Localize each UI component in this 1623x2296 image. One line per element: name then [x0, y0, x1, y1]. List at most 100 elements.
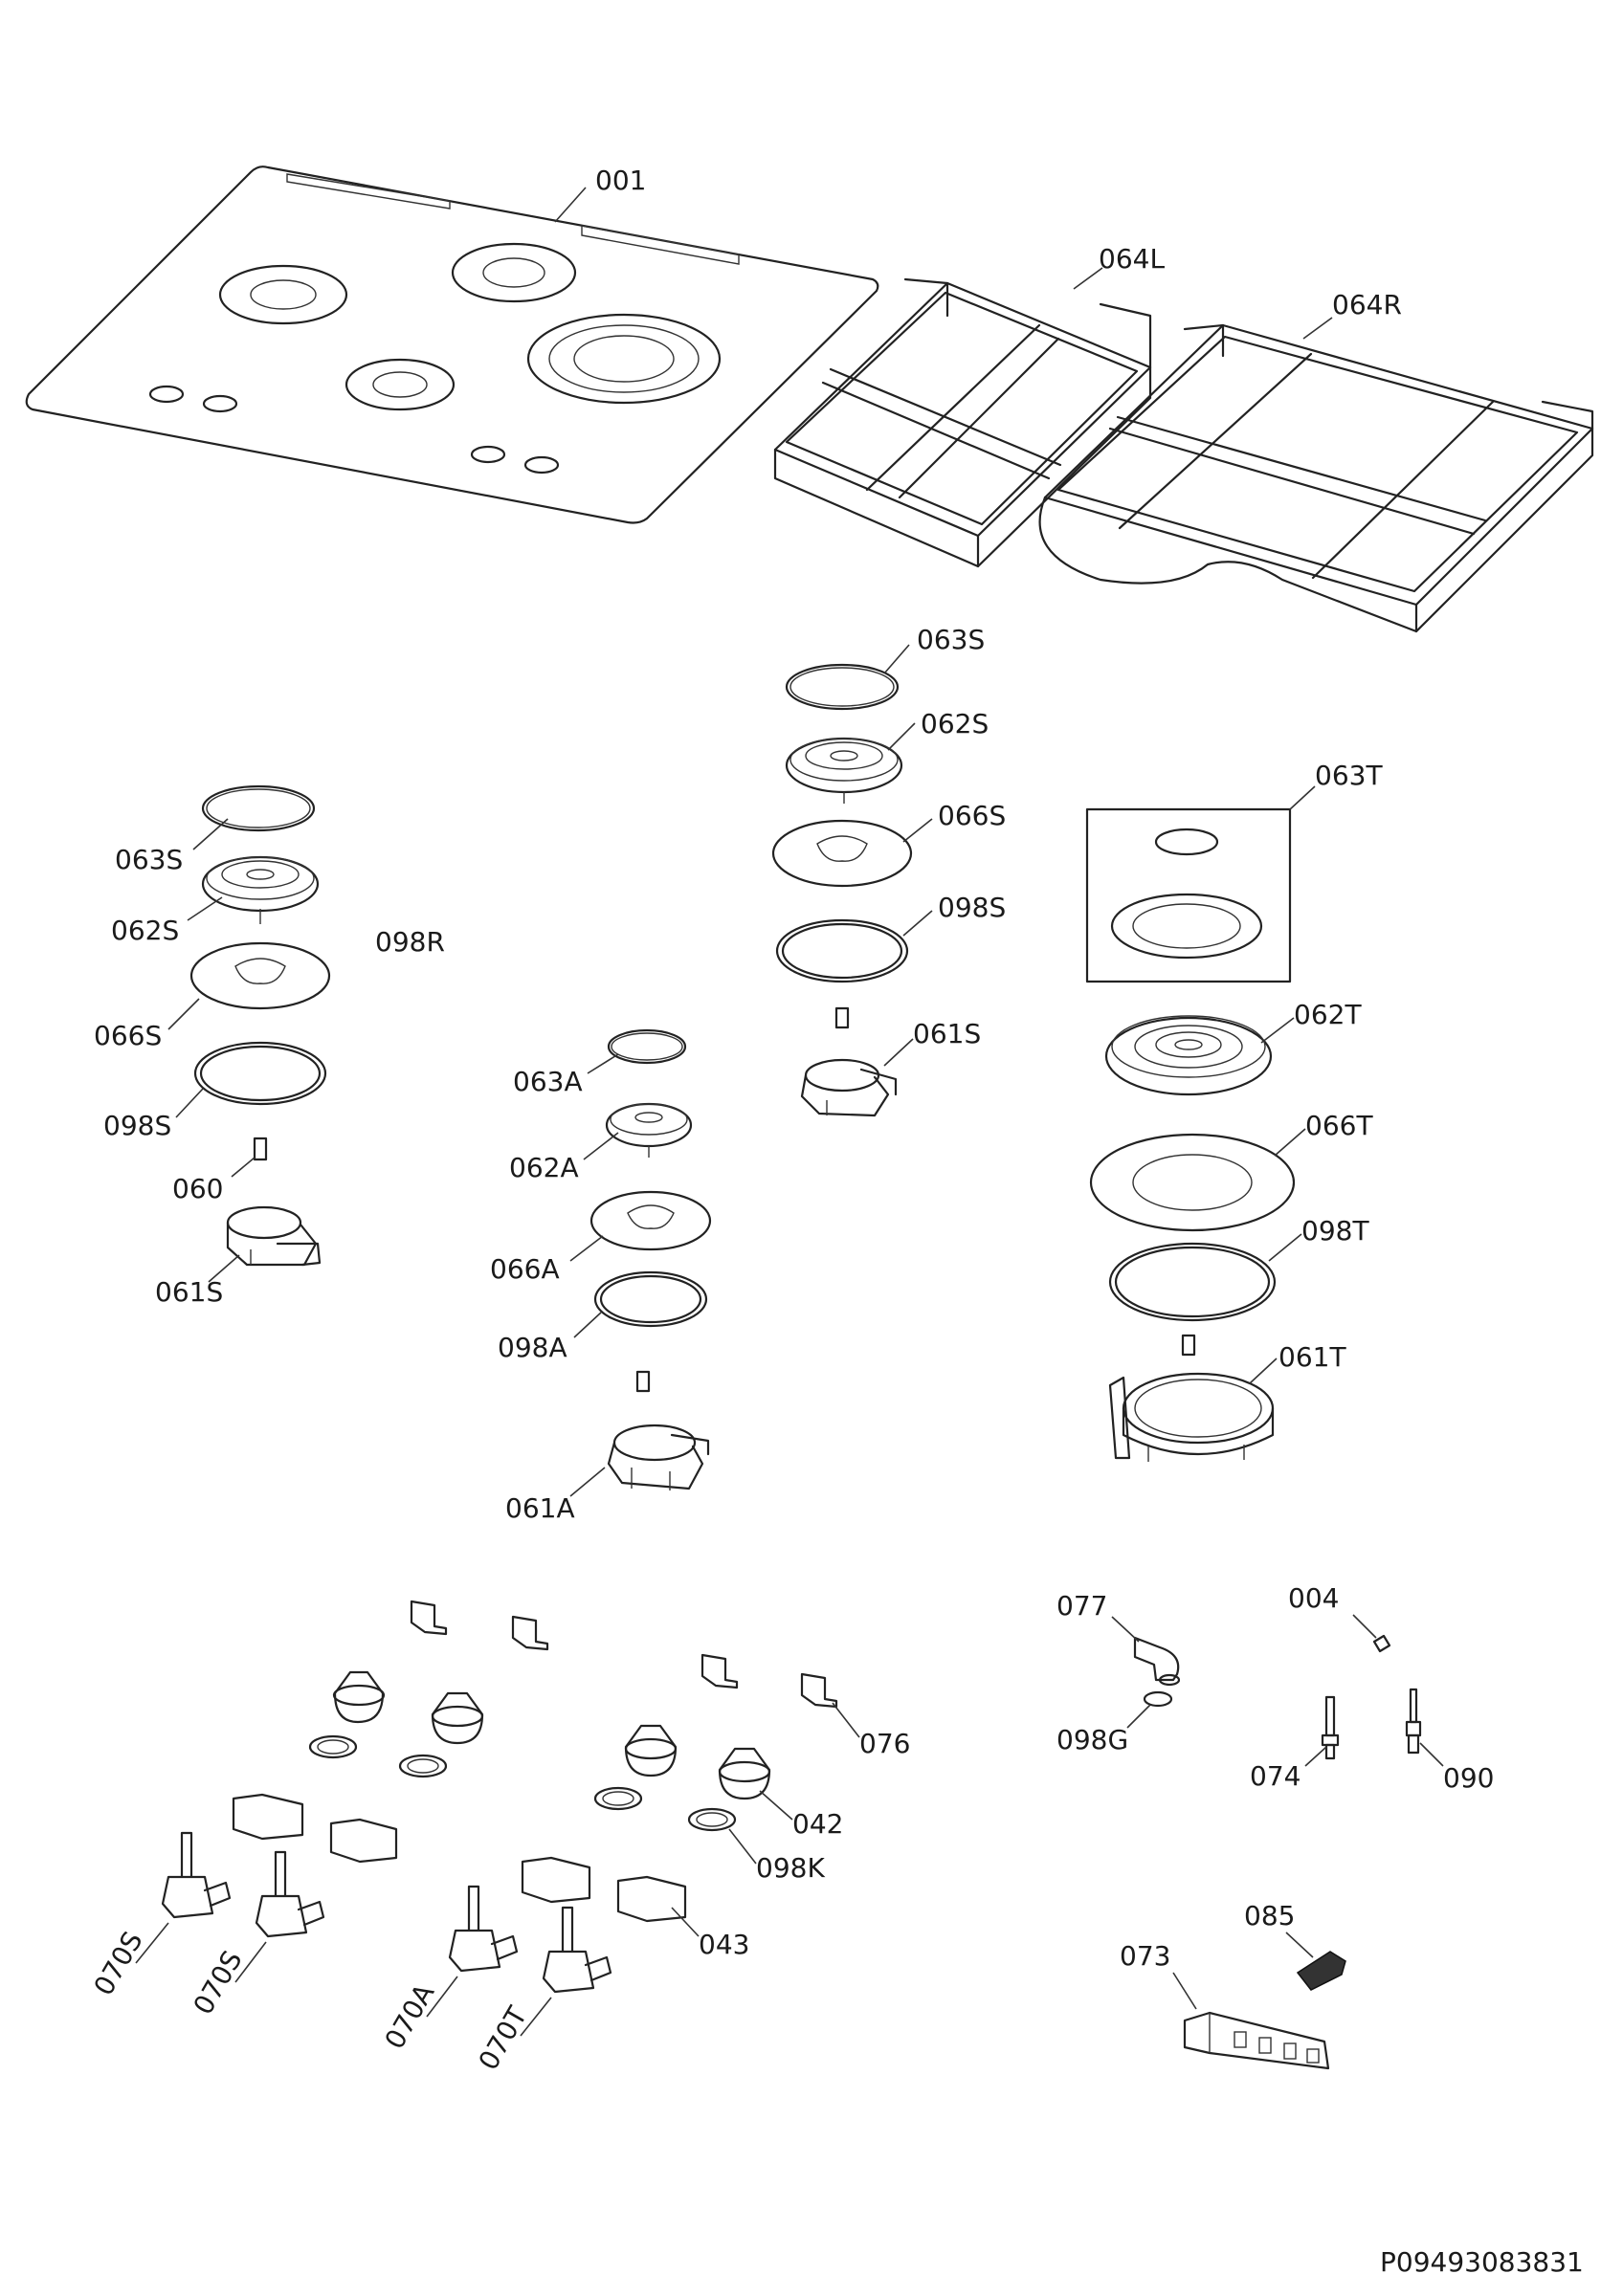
leader-line: [135, 1922, 169, 1964]
left-burner-cap-ring: [201, 784, 316, 832]
valve-070a: [448, 1885, 519, 1973]
label-triple-cap-set: 063T: [1315, 760, 1383, 791]
leader-line: [1073, 267, 1103, 290]
label-ignition-unit: 073: [1120, 1940, 1170, 1972]
mid-burner-cap-ring: [785, 663, 900, 711]
leader-line: [1419, 1742, 1444, 1767]
mid-burner-gasket: [775, 918, 909, 983]
label-thermocouple: 074: [1250, 1760, 1301, 1792]
leader-line: [1126, 1704, 1151, 1729]
leader-line: [883, 644, 910, 674]
label-mid-gasket: 098S: [938, 892, 1006, 923]
leader-line: [728, 1828, 757, 1865]
leader-line: [573, 1312, 602, 1338]
leader-line: [587, 1053, 619, 1074]
left-burner-base: [226, 1205, 322, 1267]
label-pan-support-left: 064L: [1099, 243, 1165, 275]
left-burner-gasket: [193, 1041, 327, 1106]
aux-burner-cap-ring: [607, 1028, 687, 1065]
leader-line: [1268, 1233, 1302, 1262]
hob-top-plate: [25, 166, 879, 524]
elbow-fitting: [1133, 1636, 1181, 1687]
mid-burner-crown: [785, 737, 903, 804]
leader-line: [554, 187, 587, 223]
label-aux-crown: 062A: [509, 1152, 579, 1183]
label-pan-support-right: 064R: [1332, 289, 1402, 320]
switch-part: [1296, 1951, 1346, 1991]
label-aux-cap-ring: 063A: [513, 1066, 583, 1097]
label-valve-s2: 070S: [187, 1945, 248, 2020]
label-triple-gasket: 098T: [1301, 1215, 1369, 1247]
leader-line: [1302, 317, 1333, 340]
leader-line: [167, 998, 200, 1030]
leader-line: [520, 1997, 552, 2037]
label-valve-t: 070T: [472, 2000, 533, 2075]
label-bracket: 076: [859, 1728, 910, 1759]
label-hob-top: 001: [595, 165, 646, 196]
aux-burner-base: [607, 1424, 710, 1490]
label-aux-seal-plate: 066A: [490, 1253, 560, 1285]
leader-line: [1111, 1616, 1140, 1643]
label-extra-ref: 098R: [375, 926, 445, 958]
label-left-seal-plate: 066S: [94, 1020, 162, 1051]
label-mid-cap-ring: 063S: [917, 624, 985, 655]
valve-070t: [542, 1906, 612, 1994]
triple-crown: [1104, 1015, 1273, 1096]
label-elbow: 077: [1056, 1590, 1107, 1622]
leader-line: [1304, 1746, 1327, 1767]
leader-line: [902, 910, 933, 937]
aux-burner-seal-plate: [589, 1190, 712, 1251]
label-elbow-seal: 098G: [1056, 1724, 1128, 1755]
leader-line: [759, 1790, 793, 1821]
triple-gasket: [1108, 1242, 1277, 1322]
triple-injector: [1181, 1334, 1196, 1357]
label-mid-crown: 062S: [921, 708, 989, 740]
leader-line: [426, 1976, 458, 2018]
thermocouple-part: [1321, 1695, 1340, 1760]
tap-brackets-043: [232, 1793, 687, 1923]
label-switch: 085: [1244, 1900, 1295, 1932]
elbow-seal: [1143, 1690, 1173, 1708]
spark-plug-part: [1405, 1688, 1422, 1755]
label-aux-gasket: 098A: [498, 1332, 567, 1363]
label-knob-seal: 098K: [756, 1852, 825, 1884]
label-mid-base: 061S: [913, 1018, 981, 1049]
label-left-crown: 062S: [111, 915, 179, 946]
leader-line: [187, 896, 223, 921]
drawing-number: P09493083831: [1380, 2246, 1584, 2278]
leader-line: [1352, 1614, 1377, 1639]
aux-burner-gasket: [593, 1270, 708, 1328]
leader-line: [231, 1157, 256, 1178]
valve-070s-1: [161, 1831, 232, 1919]
label-clip: 004: [1288, 1582, 1339, 1614]
label-injector: 060: [172, 1173, 223, 1204]
label-triple-crown: 062T: [1294, 999, 1362, 1030]
label-aux-base: 061A: [505, 1492, 575, 1524]
leader-line: [208, 1254, 240, 1283]
triple-burner-base: [1108, 1372, 1275, 1462]
label-triple-base: 061T: [1278, 1341, 1346, 1373]
leader-line: [175, 1088, 204, 1118]
label-spark-plug: 090: [1443, 1762, 1494, 1794]
label-left-cap-ring: 063S: [115, 844, 183, 875]
leader-line: [583, 1132, 619, 1160]
leader-line: [569, 1235, 604, 1262]
leader-line: [1285, 1932, 1314, 1958]
leader-line: [234, 1941, 267, 1983]
mid-injector: [834, 1006, 850, 1029]
pan-support-right: [1038, 323, 1594, 633]
clip-part: [1372, 1634, 1391, 1653]
brackets-076: [410, 1600, 838, 1709]
label-mid-seal-plate: 066S: [938, 800, 1006, 831]
leader-line: [1289, 785, 1316, 810]
label-left-base: 061S: [155, 1276, 223, 1308]
triple-seal-plate: [1089, 1133, 1296, 1232]
left-burner-seal-plate: [189, 941, 331, 1010]
ignition-unit-part: [1183, 2011, 1330, 2070]
injector-part: [253, 1137, 268, 1161]
leader-line: [1274, 1128, 1306, 1157]
label-knob: 042: [792, 1808, 843, 1840]
leader-line: [1260, 1017, 1295, 1044]
mid-burner-base: [800, 1058, 898, 1117]
